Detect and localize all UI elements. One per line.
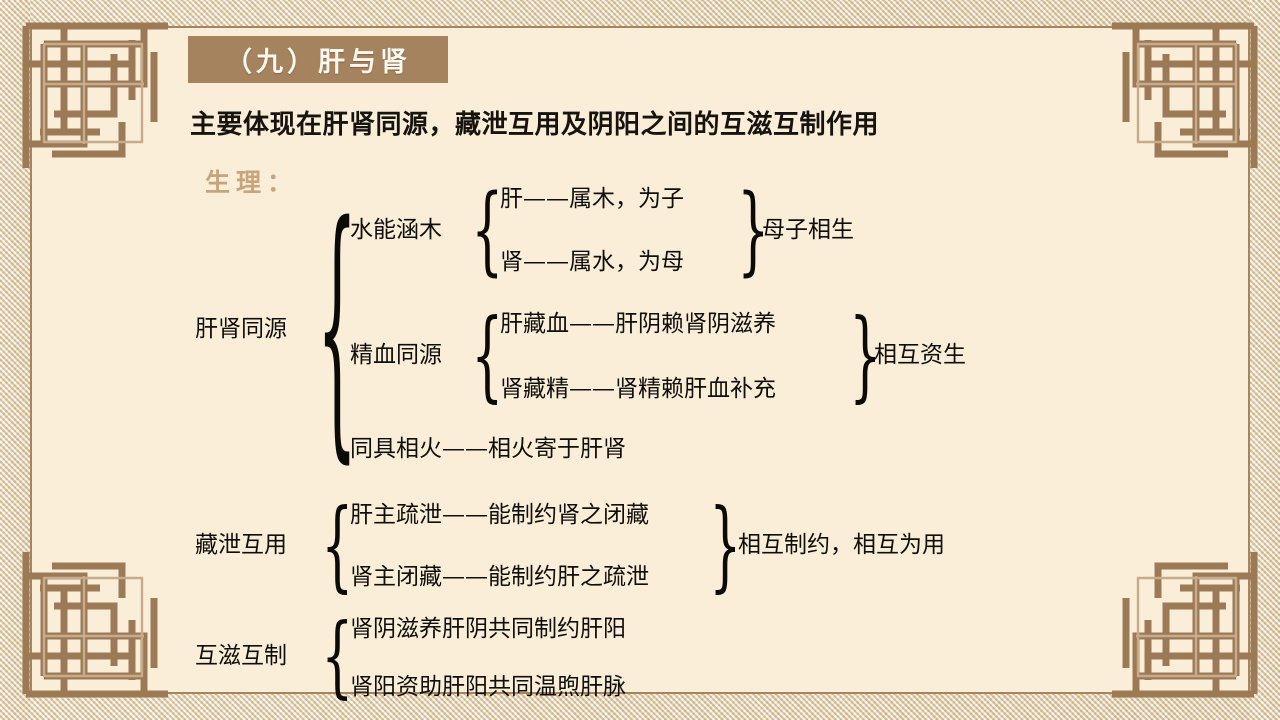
diagram-group-label: 互滋互制 bbox=[195, 643, 287, 669]
brace-close-icon: } bbox=[709, 488, 742, 604]
diagram-leaf: 肾阴滋养肝阴共同制约肝阳 bbox=[350, 616, 626, 642]
diagram-leaf: 肝——属木，为子 bbox=[500, 186, 684, 212]
brace-open-icon: { bbox=[321, 488, 354, 604]
brace-close-icon: } bbox=[737, 175, 770, 287]
brace-close-icon: } bbox=[849, 298, 882, 414]
diagram-summary: 相互制约，相互为用 bbox=[738, 532, 945, 558]
slide-title-banner: （九）肝与肾 bbox=[188, 36, 448, 83]
brace-open-icon: { bbox=[471, 175, 504, 287]
texture-border-bottom bbox=[0, 694, 1280, 720]
texture-border-top bbox=[0, 0, 1280, 26]
diagram-subgroup-label: 精血同源 bbox=[350, 342, 442, 368]
page-title: （九）肝与肾 bbox=[225, 47, 411, 78]
brace-open-icon: { bbox=[321, 605, 354, 709]
texture-border-left bbox=[0, 0, 30, 720]
diagram-subgroup-label: 水能涵木 bbox=[350, 217, 442, 243]
slide-inner-frame bbox=[30, 26, 1250, 694]
diagram-leaf: 肝藏血——肝阴赖肾阴滋养 bbox=[500, 311, 776, 337]
texture-border-right bbox=[1250, 0, 1280, 720]
diagram-summary: 相互资生 bbox=[874, 342, 966, 368]
diagram-subgroup-label: 同具相火——相火寄于肝肾 bbox=[350, 436, 626, 462]
section-label-physiology: 生理： bbox=[205, 168, 299, 197]
slide-subtitle: 主要体现在肝肾同源，藏泄互用及阴阳之间的互滋互制作用 bbox=[190, 110, 880, 140]
diagram-group-label: 肝肾同源 bbox=[195, 316, 287, 342]
diagram-leaf: 肾藏精——肾精赖肝血补充 bbox=[500, 376, 776, 402]
diagram-leaf: 肾——属水，为母 bbox=[500, 249, 684, 275]
brace-open-icon: { bbox=[471, 298, 504, 414]
diagram-summary: 母子相生 bbox=[762, 217, 854, 243]
diagram-group-label: 藏泄互用 bbox=[195, 532, 287, 558]
brace-open-icon: { bbox=[317, 170, 358, 490]
diagram-leaf: 肝主疏泄——能制约肾之闭藏 bbox=[350, 502, 649, 528]
diagram-leaf: 肾主闭藏——能制约肝之疏泄 bbox=[350, 564, 649, 590]
diagram-leaf: 肾阳资助肝阳共同温煦肝脉 bbox=[350, 674, 626, 700]
